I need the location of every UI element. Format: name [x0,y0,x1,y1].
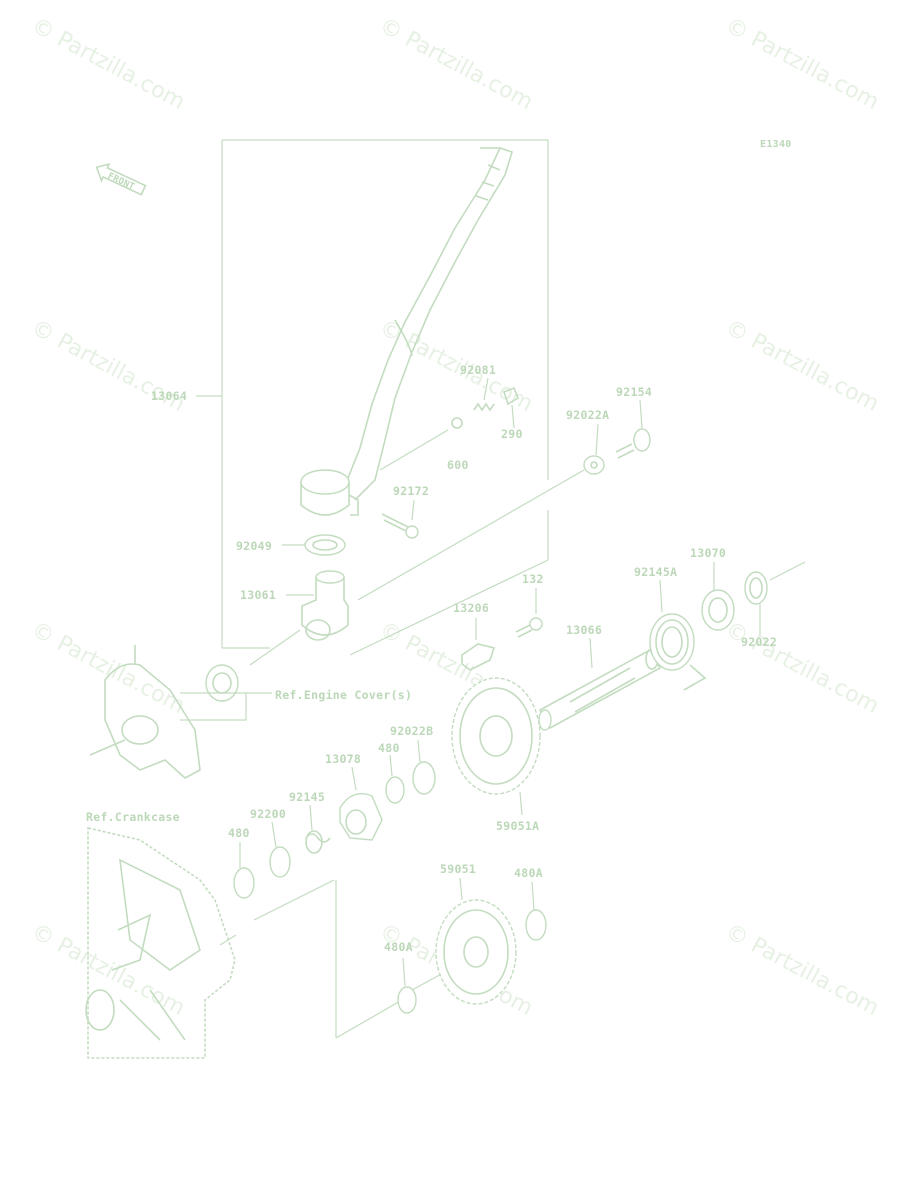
watermark: © Partzilla.com [27,13,189,115]
bolt-92172 [381,513,419,539]
part-label: 92022 [741,635,777,649]
assembly-bracket [221,139,549,649]
watermark: © Partzilla.com [375,13,537,115]
washer-92022A [583,455,605,475]
crankcase-fragment [85,826,236,1059]
ring-480A-left [397,986,417,1014]
part-label: 13066 [566,623,602,637]
front-arrow-icon: FRONT [95,163,147,196]
bolt-132 [515,617,543,638]
shaft-13066 [538,648,662,731]
washer-92022 [744,571,768,605]
watermark: © Partzilla.com [721,13,883,115]
engine-cover-fragment [89,645,201,779]
part-labels: 13064 92081 290 600 92172 92022A 92154 9… [151,363,777,954]
ref-engine-cover: Ref.Engine Cover(s) [275,688,412,702]
gear-59051A [451,677,541,795]
gear-59051 [435,899,517,1005]
part-label: 13070 [690,546,726,560]
ring-480A-right [525,909,547,941]
part-label: 480A [514,866,543,880]
part-label: 59051 [440,862,476,876]
part-label: 600 [447,458,469,472]
part-label: 13064 [151,389,187,403]
watermark: © Partzilla.com [27,617,189,719]
part-label: 59051A [496,819,539,833]
part-label: 480 [228,826,250,840]
part-label: 92200 [250,807,286,821]
part-label: 480 [378,741,400,755]
watermark: © Partzilla.com [721,315,883,417]
diagram-code: E1340 [760,139,792,150]
part-290 [503,386,519,406]
part-label: 92022B [390,724,433,738]
spring-92145A [649,613,707,691]
part-label: 92154 [616,385,652,399]
part-label: 132 [522,572,544,586]
washer-92022B [412,761,436,795]
kick-pedal-lever [300,147,513,516]
part-label: 13206 [453,601,489,615]
ring-480-lower [233,867,255,899]
part-label: 290 [501,427,523,441]
ref-crankcase: Ref.Crankcase [86,810,180,824]
part-label: 92022A [566,408,609,422]
seal-92049 [304,534,346,556]
watermark: © Partzilla.com [721,617,883,719]
bushing-13070 [701,589,735,631]
boss-13061 [301,570,349,641]
part-label: 13078 [325,752,361,766]
spring-92145 [305,833,331,843]
part-label: 480A [384,940,413,954]
ratchet-13078 [339,793,383,841]
part-label: 92145 [289,790,325,804]
spring-92081 [473,402,495,412]
part-label: 92081 [460,363,496,377]
engine-cover-seal [205,664,239,702]
part-label: 92145A [634,565,677,579]
bolt-92154 [615,428,651,459]
plate-13206 [461,643,496,671]
ring-92200 [269,846,291,878]
part-label: 13061 [240,588,276,602]
part-label: 92049 [236,539,272,553]
ball-600 [451,417,463,429]
ring-480-upper [385,776,405,804]
watermark: © Partzilla.com [27,919,189,1021]
part-label: 92172 [393,484,429,498]
watermark: © Partzilla.com [721,919,883,1021]
